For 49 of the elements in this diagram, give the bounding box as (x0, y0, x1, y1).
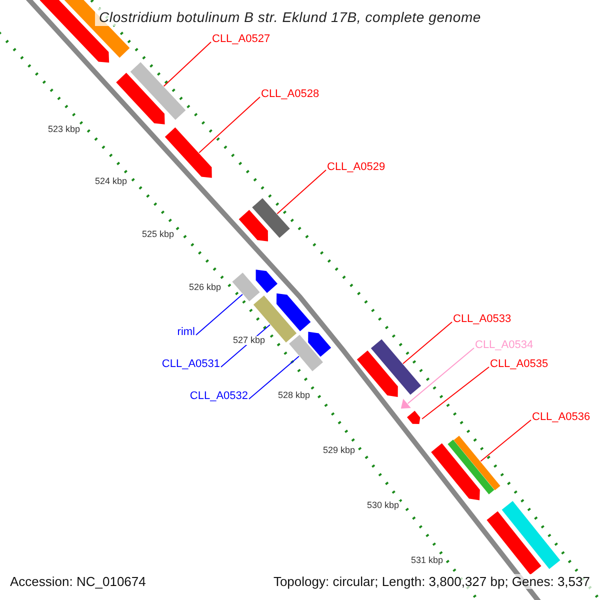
leader-line (402, 322, 452, 364)
leader-line (248, 356, 300, 400)
genome-summary-text: Topology: circular; Length: 3,800,327 bp; Genes: 3,537 (271, 574, 592, 589)
gene-feature (252, 198, 290, 238)
leader-line (198, 96, 260, 154)
gene-feature (486, 511, 542, 575)
gene-label: CLL_A0536 (532, 412, 590, 423)
gene-feature (407, 410, 420, 424)
position-label: 526 kbp (188, 283, 222, 292)
gene-label: riml (177, 327, 195, 338)
gene-feature (232, 272, 260, 302)
gene-feature (308, 332, 332, 357)
position-label: 529 kbp (322, 446, 356, 455)
gene-label: CLL_A0535 (490, 359, 548, 370)
gene-feature (454, 436, 500, 490)
gene-label: CLL_A0529 (327, 162, 386, 173)
gene-label: CLL_A0531 (162, 359, 220, 370)
gene-feature (289, 334, 323, 372)
gene-feature (130, 62, 186, 120)
gene-feature (116, 72, 165, 124)
leader-line (480, 420, 532, 462)
position-label: 523 kbp (47, 125, 82, 134)
gene-label: CLL_A0534 (475, 340, 534, 351)
leader-line (407, 348, 474, 404)
gene-feature (356, 350, 398, 397)
gene-feature (276, 293, 311, 332)
gene-feature (238, 210, 268, 242)
position-label: 527 kbp (232, 336, 266, 345)
gene-feature (431, 443, 480, 500)
position-label: 525 kbp (141, 230, 176, 239)
accession-text: Accession: NC_010674 (8, 574, 148, 589)
gene-label: CLL_A0532 (190, 391, 248, 402)
gene-feature (256, 270, 278, 293)
position-label: 524 kbp (94, 177, 128, 186)
gene-feature (448, 440, 494, 494)
gene-feature (502, 501, 560, 569)
leader-line (163, 42, 212, 87)
leader-line (276, 170, 326, 214)
position-label: 528 kbp (277, 391, 312, 400)
leader-line (422, 366, 490, 420)
gene-label: CLL_A0527 (212, 34, 270, 45)
gene-feature (400, 398, 411, 409)
gene-feature (370, 339, 422, 395)
gene-label: CLL_A0528 (261, 89, 320, 100)
gene-feature (164, 127, 212, 178)
position-label: 531 kbp (410, 556, 444, 565)
position-label: 530 kbp (366, 501, 400, 510)
gene-label: CLL_A0533 (453, 314, 512, 325)
leader-line (196, 294, 243, 336)
